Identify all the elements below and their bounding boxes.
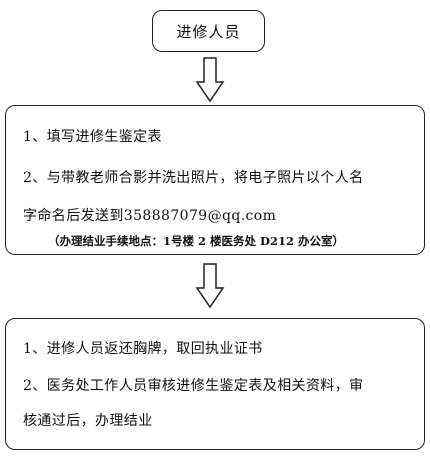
completion-box: 1、进修人员返还胸牌，取回执业证书 2、医务处工作人员审核进修生鉴定表及相关资料… xyxy=(5,318,425,450)
step1-item-2-line-b: 字命名后发送到358887079@qq.com xyxy=(23,208,277,224)
start-box: 进修人员 xyxy=(152,10,265,52)
step1-item-2-line-a: 2、与带教老师合影并洗出照片，将电子照片以个人名 xyxy=(23,170,364,186)
location-note: （办理结业手续地点：1号楼 2 楼医务处 D212 办公室） xyxy=(48,234,344,248)
down-arrow-1 xyxy=(195,57,225,103)
step2-item-2-line-b: 核通过后，办理结业 xyxy=(23,413,153,429)
graduation-steps-box: 1、填写进修生鉴定表 2、与带教老师合影并洗出照片，将电子照片以个人名 字命名后… xyxy=(5,105,425,255)
start-label: 进修人员 xyxy=(176,22,241,41)
step2-item-1: 1、进修人员返还胸牌，取回执业证书 xyxy=(23,341,263,357)
down-arrow-2 xyxy=(195,263,225,309)
step2-item-2-line-a: 2、医务处工作人员审核进修生鉴定表及相关资料，审 xyxy=(23,378,364,394)
step1-item-1: 1、填写进修生鉴定表 xyxy=(23,129,162,145)
